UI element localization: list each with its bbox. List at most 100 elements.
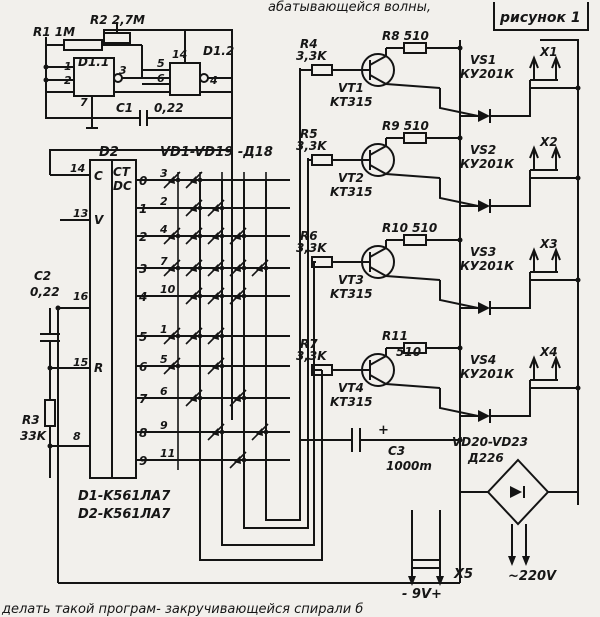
d2-output-pin: 10 bbox=[160, 283, 176, 296]
collector-resistor-value: 510 bbox=[396, 345, 421, 359]
svg-text:8: 8 bbox=[73, 430, 81, 443]
transistor bbox=[361, 53, 395, 87]
base-resistor-value: 3,3K bbox=[296, 139, 328, 153]
svg-text:13: 13 bbox=[73, 207, 89, 220]
transistor-label: VT3 bbox=[338, 273, 364, 287]
base-resistor-value: 3,3K bbox=[296, 241, 328, 255]
svg-text:+: + bbox=[378, 423, 389, 438]
base-resistor-label: R6 bbox=[300, 229, 318, 243]
transistor-label: VT2 bbox=[338, 171, 364, 185]
matrix-diode bbox=[163, 327, 181, 345]
output-connector-label: X2 bbox=[539, 135, 558, 149]
diodes-label: VD1-VD19 -Д18 bbox=[160, 145, 273, 160]
header-text: абатывающейся волны, bbox=[268, 0, 431, 15]
output-connector-label: X3 bbox=[539, 237, 558, 251]
dc-label: - 9V+ bbox=[402, 587, 442, 602]
d2-output-pin: 1 bbox=[160, 323, 168, 336]
thyristor-type: КУ201К bbox=[460, 367, 515, 381]
c3-value: 1000m bbox=[386, 459, 432, 473]
transistor bbox=[361, 143, 395, 177]
c3-label: C3 bbox=[388, 444, 405, 458]
r2-label: R2 2,7M bbox=[90, 13, 145, 27]
thyristor-type: КУ201К bbox=[460, 157, 515, 171]
r1-resistor bbox=[63, 39, 103, 51]
rectifier-bridge: VD20-VD23 Д226 ~220V bbox=[452, 435, 579, 584]
figure-label: рисунок 1 bbox=[499, 10, 581, 26]
base-resistor-label: R5 bbox=[300, 127, 318, 141]
counter-d2: D2 CT DC C V R 14 13 16 15 8 03122437410… bbox=[49, 145, 290, 522]
collector-resistor bbox=[403, 234, 427, 246]
c3-capacitor: + C3 1000m bbox=[300, 423, 463, 473]
ac-label: ~220V bbox=[508, 569, 557, 584]
transistor-type: KT315 bbox=[330, 95, 373, 109]
svg-text:15: 15 bbox=[73, 356, 89, 369]
collector-resistor-label: R9 510 bbox=[382, 119, 429, 133]
svg-text:16: 16 bbox=[73, 290, 89, 303]
d2-output-pin: 5 bbox=[160, 353, 168, 366]
svg-text:14: 14 bbox=[172, 48, 187, 61]
matrix-diode bbox=[163, 259, 181, 277]
d2-output-pin: 9 bbox=[160, 419, 168, 432]
output-connector-label: X4 bbox=[539, 345, 558, 359]
transistor bbox=[361, 353, 395, 387]
bridge-label: VD20-VD23 bbox=[452, 435, 528, 449]
d2-output-pin: 6 bbox=[160, 385, 168, 398]
d12-label: D1.2 bbox=[203, 44, 234, 58]
thyristor-type: КУ201К bbox=[460, 67, 515, 81]
r3-label: R3 bbox=[22, 413, 40, 427]
base-resistor bbox=[311, 64, 333, 76]
svg-text:5: 5 bbox=[157, 57, 165, 70]
base-resistor-label: R4 bbox=[300, 37, 318, 51]
svg-text:6: 6 bbox=[157, 72, 165, 85]
d2-output-pin: 2 bbox=[160, 195, 168, 208]
r1-label: R1 1M bbox=[33, 25, 75, 39]
c1-label: C1 bbox=[116, 101, 133, 115]
collector-resistor bbox=[403, 132, 427, 144]
d12-gate bbox=[169, 62, 201, 96]
svg-text:V: V bbox=[94, 213, 105, 227]
collector-resistor-label: R11 bbox=[382, 329, 408, 343]
transistor-label: VT4 bbox=[338, 381, 364, 395]
timer-section: R1 1M R2 2,7M D1.1 1 2 3 7 D1.2 14 5 6 4… bbox=[33, 13, 234, 420]
footer-text: делать такой програм- закручивающейся сп… bbox=[1, 602, 363, 617]
r3-value: 33K bbox=[20, 429, 48, 443]
matrix-diode bbox=[163, 357, 181, 375]
collector-resistor bbox=[403, 42, 427, 54]
matrix-buses bbox=[199, 68, 323, 561]
base-resistor-label: R7 bbox=[300, 337, 318, 351]
thyristor-label: VS3 bbox=[470, 245, 496, 259]
ic-note-d1: D1-K561ЛА7 bbox=[78, 489, 171, 504]
matrix-diode bbox=[163, 171, 181, 189]
x5-label: X5 bbox=[453, 567, 473, 582]
base-resistor-value: 3,3K bbox=[296, 349, 328, 363]
base-resistor-value: 3,3K bbox=[296, 49, 328, 63]
transistor-type: KT315 bbox=[330, 395, 373, 409]
svg-text:CT: CT bbox=[113, 165, 131, 179]
svg-text:14: 14 bbox=[70, 162, 85, 175]
svg-text:3: 3 bbox=[119, 64, 127, 77]
base-resistor bbox=[311, 154, 333, 166]
d2-output-pin: 3 bbox=[160, 167, 168, 180]
d2-output-pin: 4 bbox=[159, 223, 168, 236]
r2-resistor bbox=[103, 32, 131, 44]
output-connector-label: X1 bbox=[539, 45, 558, 59]
d2-output-pin: 7 bbox=[160, 255, 168, 268]
svg-text:DC: DC bbox=[113, 179, 132, 193]
c1-value: 0,22 bbox=[154, 101, 184, 115]
thyristor-type: КУ201К bbox=[460, 259, 515, 273]
transistor-type: KT315 bbox=[330, 185, 373, 199]
thyristor-label: VS2 bbox=[470, 143, 496, 157]
svg-text:C: C bbox=[94, 169, 103, 183]
supply-rails bbox=[459, 39, 579, 583]
transistor-type: KT315 bbox=[330, 287, 373, 301]
d11-gate bbox=[73, 57, 115, 97]
d11-label: D1.1 bbox=[78, 55, 109, 69]
thyristor-label: VS4 bbox=[470, 353, 496, 367]
svg-text:7: 7 bbox=[80, 96, 88, 109]
svg-text:1: 1 bbox=[64, 60, 72, 73]
diode-matrix bbox=[163, 171, 269, 470]
